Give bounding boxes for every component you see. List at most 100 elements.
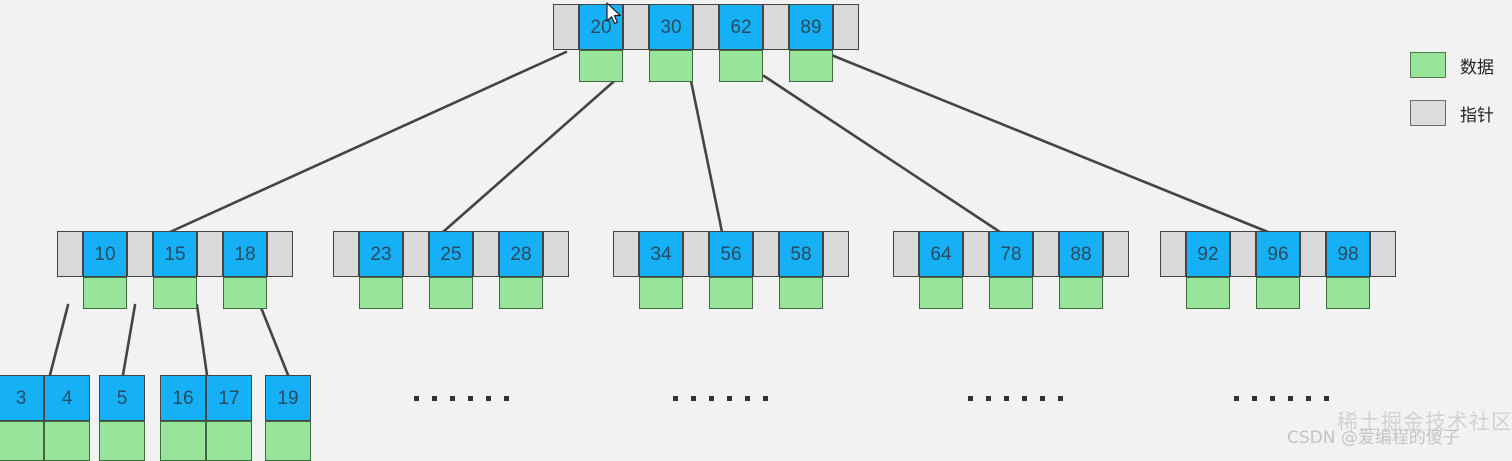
node1-data-0[interactable] [83, 277, 127, 309]
node1-key-0[interactable]: 10 [83, 231, 127, 277]
edge-root-to-node5 [822, 50, 1270, 234]
node5-data-0[interactable] [1186, 277, 1230, 309]
leaf3-data-1[interactable] [206, 421, 252, 461]
node4-key-2[interactable]: 88 [1059, 231, 1103, 277]
node2-pointer-0[interactable] [333, 231, 359, 277]
node4-key-1[interactable]: 78 [989, 231, 1033, 277]
node5-data-2[interactable] [1326, 277, 1370, 309]
leaf1-data-0[interactable] [0, 421, 44, 461]
node1-data-1[interactable] [153, 277, 197, 309]
node1-pointer-3[interactable] [267, 231, 293, 277]
ellipsis-group-1 [414, 396, 509, 401]
node1-pointer-2[interactable] [197, 231, 223, 277]
leaf-node-2-cells: 5 [99, 375, 145, 421]
internal-node-4[interactable]: 64 78 88 [893, 231, 1129, 309]
node5-key-0[interactable]: 92 [1186, 231, 1230, 277]
root-pointer-4[interactable] [833, 4, 859, 50]
node1-pointer-0[interactable] [57, 231, 83, 277]
leaf-node-1[interactable]: 3 4 [0, 375, 90, 461]
node3-key-2[interactable]: 58 [779, 231, 823, 277]
leaf-node-2[interactable]: 5 [99, 375, 145, 461]
node4-data-0[interactable] [919, 277, 963, 309]
node3-data-1[interactable] [709, 277, 753, 309]
root-node[interactable]: 20 30 62 89 [553, 4, 859, 82]
node2-pointer-2[interactable] [473, 231, 499, 277]
leaf1-key-0[interactable]: 3 [0, 375, 44, 421]
node3-key-0[interactable]: 34 [639, 231, 683, 277]
ellipsis-group-2 [673, 396, 768, 401]
leaf2-key-0[interactable]: 5 [99, 375, 145, 421]
node3-data-0[interactable] [639, 277, 683, 309]
root-data-2[interactable] [719, 50, 763, 82]
node5-pointer-3[interactable] [1370, 231, 1396, 277]
leaf4-data-0[interactable] [265, 421, 311, 461]
root-pointer-2[interactable] [693, 4, 719, 50]
node4-key-0[interactable]: 64 [919, 231, 963, 277]
edge-node1-to-leaf2 [121, 303, 137, 377]
root-key-3[interactable]: 89 [789, 4, 833, 50]
node4-pointer-2[interactable] [1033, 231, 1059, 277]
leaf-node-4[interactable]: 19 [265, 375, 311, 461]
root-key-2[interactable]: 62 [719, 4, 763, 50]
leaf1-data-1[interactable] [44, 421, 90, 461]
node1-key-2[interactable]: 18 [223, 231, 267, 277]
root-pointer-3[interactable] [763, 4, 789, 50]
node4-pointer-1[interactable] [963, 231, 989, 277]
root-data-3[interactable] [789, 50, 833, 82]
node1-key-1[interactable]: 15 [153, 231, 197, 277]
node4-pointer-3[interactable] [1103, 231, 1129, 277]
node5-data-1[interactable] [1256, 277, 1300, 309]
node2-key-0[interactable]: 23 [359, 231, 403, 277]
node1-pointer-1[interactable] [127, 231, 153, 277]
ellipsis-dot [486, 396, 491, 401]
node3-key-1[interactable]: 56 [709, 231, 753, 277]
leaf4-key-0[interactable]: 19 [265, 375, 311, 421]
node5-pointer-1[interactable] [1230, 231, 1256, 277]
root-data-1[interactable] [649, 50, 693, 82]
ellipsis-dot [1058, 396, 1063, 401]
node2-key-2[interactable]: 28 [499, 231, 543, 277]
ellipsis-dot [709, 396, 714, 401]
ellipsis-dot [727, 396, 732, 401]
legend-data-swatch-icon [1410, 52, 1446, 78]
node3-pointer-0[interactable] [613, 231, 639, 277]
leaf2-data-0[interactable] [99, 421, 145, 461]
mouse-pointer-icon [606, 2, 621, 25]
root-data-spacer-3 [763, 50, 789, 82]
internal-node-1[interactable]: 10 15 18 [57, 231, 293, 309]
root-pointer-0[interactable] [553, 4, 579, 50]
node5-pointer-0[interactable] [1160, 231, 1186, 277]
leaf3-data-0[interactable] [160, 421, 206, 461]
node5-pointer-2[interactable] [1300, 231, 1326, 277]
node5-key-2[interactable]: 98 [1326, 231, 1370, 277]
leaf3-key-0[interactable]: 16 [160, 375, 206, 421]
node3-pointer-2[interactable] [753, 231, 779, 277]
node3-data-2[interactable] [779, 277, 823, 309]
leaf1-key-1[interactable]: 4 [44, 375, 90, 421]
node4-pointer-0[interactable] [893, 231, 919, 277]
node3-pointer-3[interactable] [823, 231, 849, 277]
node2-key-1[interactable]: 25 [429, 231, 473, 277]
leaf3-key-1[interactable]: 17 [206, 375, 252, 421]
root-key-1[interactable]: 30 [649, 4, 693, 50]
node2-data-2[interactable] [499, 277, 543, 309]
leaf-node-3[interactable]: 16 17 [160, 375, 252, 461]
node2-data-0[interactable] [359, 277, 403, 309]
internal-node-2[interactable]: 23 25 28 [333, 231, 569, 309]
node4-data-2[interactable] [1059, 277, 1103, 309]
root-data-0[interactable] [579, 50, 623, 82]
node1-data-spacer-1 [127, 277, 153, 309]
node3-pointer-1[interactable] [683, 231, 709, 277]
edge-root-to-node3 [688, 74, 724, 234]
root-pointer-1[interactable] [623, 4, 649, 50]
node4-data-1[interactable] [989, 277, 1033, 309]
node2-data-1[interactable] [429, 277, 473, 309]
node4-data-spacer-0 [893, 277, 919, 309]
node5-key-1[interactable]: 96 [1256, 231, 1300, 277]
node2-pointer-1[interactable] [403, 231, 429, 277]
internal-node-5[interactable]: 92 96 98 [1160, 231, 1396, 309]
edge-node1-to-leaf3 [195, 303, 209, 377]
node2-pointer-3[interactable] [543, 231, 569, 277]
node1-data-2[interactable] [223, 277, 267, 309]
internal-node-3[interactable]: 34 56 58 [613, 231, 849, 309]
